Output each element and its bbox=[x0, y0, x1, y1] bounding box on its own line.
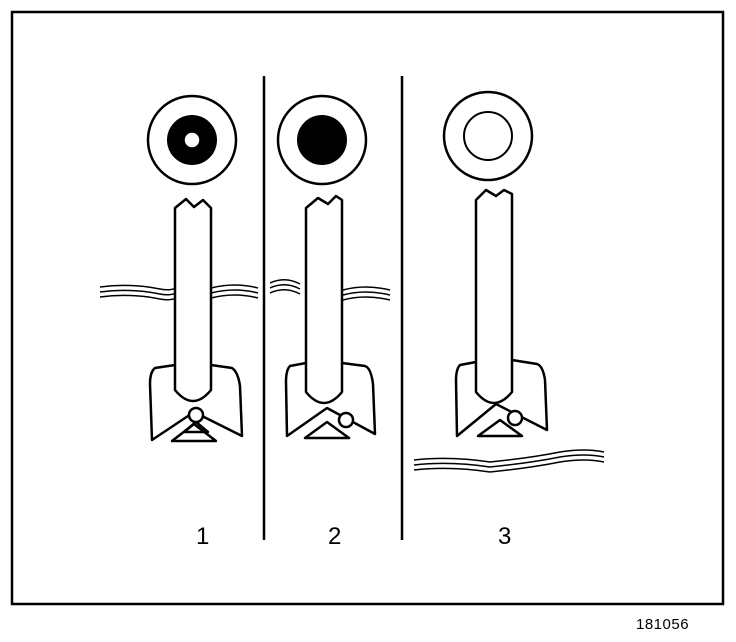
float-housing bbox=[148, 363, 244, 443]
indicator-icon-empty bbox=[442, 90, 534, 182]
liquid-level-line bbox=[99, 284, 259, 301]
panel-label-3: 3 bbox=[498, 523, 512, 550]
probe-rod bbox=[304, 194, 344, 405]
liquid-level-line bbox=[413, 449, 605, 473]
panel-3 bbox=[413, 90, 605, 473]
float-housing bbox=[284, 361, 377, 440]
panel-label-1: 1 bbox=[196, 523, 210, 550]
panel-2 bbox=[269, 94, 391, 440]
diagram-frame bbox=[10, 10, 725, 606]
probe-rod bbox=[173, 197, 213, 403]
indicator-icon-full bbox=[276, 94, 368, 186]
liquid-level-line bbox=[269, 279, 391, 301]
panel-1 bbox=[99, 94, 259, 443]
indicator-icon-partial bbox=[146, 94, 238, 186]
probe-rod bbox=[474, 188, 514, 405]
panel-label-2: 2 bbox=[328, 523, 342, 550]
figure-number: 181056 bbox=[636, 616, 690, 633]
float-housing bbox=[454, 358, 549, 438]
